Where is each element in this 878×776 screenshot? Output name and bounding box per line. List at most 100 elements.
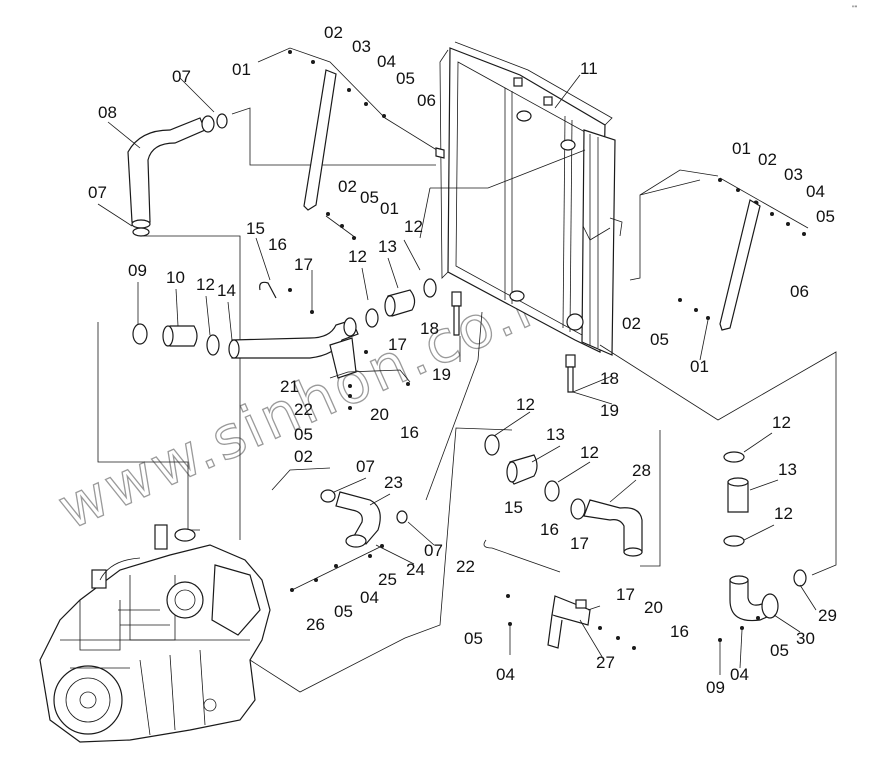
callout-05: 05	[816, 207, 835, 226]
callout-18: 18	[600, 369, 619, 388]
callout-03: 03	[352, 37, 371, 56]
callout-02: 02	[622, 314, 641, 333]
callout-02: 02	[294, 447, 313, 466]
label-leaders	[97, 77, 817, 675]
callout-30: 30	[796, 629, 815, 648]
callout-12: 12	[772, 413, 791, 432]
callout-19: 19	[432, 365, 451, 384]
fastener-chain-center	[288, 288, 410, 410]
callout-05: 05	[464, 629, 483, 648]
callout-28: 28	[632, 461, 651, 480]
elbow-30	[729, 575, 779, 622]
callout-04: 04	[360, 588, 379, 607]
callout-27: 27	[596, 653, 615, 672]
callout-02: 02	[338, 177, 357, 196]
callout-15: 15	[504, 498, 523, 517]
support-bracket-right	[719, 199, 761, 331]
callout-02: 02	[758, 150, 777, 169]
callout-11: 11	[580, 59, 598, 78]
callout-05: 05	[650, 330, 669, 349]
leader-26-chain	[291, 545, 383, 591]
callout-26: 26	[306, 615, 325, 634]
callout-12: 12	[774, 504, 793, 523]
callout-17: 17	[570, 534, 589, 553]
callout-13: 13	[546, 425, 565, 444]
callout-09: 09	[128, 261, 147, 280]
callout-01: 01	[732, 139, 751, 158]
callout-04: 04	[496, 665, 515, 684]
callout-05: 05	[360, 188, 379, 207]
callout-16: 16	[400, 423, 419, 442]
gasket-29	[793, 569, 807, 587]
callout-22: 22	[294, 400, 313, 419]
callout-13: 13	[378, 237, 397, 256]
callout-06: 06	[790, 282, 809, 301]
callout-20: 20	[370, 405, 389, 424]
callout-05: 05	[334, 602, 353, 621]
callout-23: 23	[384, 473, 403, 492]
callout-05: 05	[294, 425, 313, 444]
callout-01: 01	[232, 60, 251, 79]
clamp-07-left	[132, 227, 150, 237]
bolt-18-lower	[565, 354, 576, 393]
clamp-07-top	[216, 113, 228, 129]
hose-13-right	[723, 451, 749, 547]
callout-09: 09	[706, 678, 725, 697]
callout-18: 18	[420, 319, 439, 338]
callout-04: 04	[730, 665, 749, 684]
callout-04: 04	[377, 52, 396, 71]
hose-28	[583, 499, 643, 557]
engine-block	[39, 524, 271, 743]
callout-21: 21	[280, 377, 299, 396]
callout-16: 16	[540, 520, 559, 539]
leader-21	[329, 369, 411, 383]
callout-12: 12	[348, 247, 367, 266]
corner-mark: ""	[852, 5, 858, 12]
leader-lines	[97, 47, 837, 693]
radiator-core	[439, 41, 623, 356]
callout-labels: 01 02 03 04 05 06 07 08 07 11 02 05 01 1…	[88, 23, 837, 697]
callout-14: 14	[217, 281, 236, 300]
fastener-chain-30	[718, 616, 760, 642]
callout-22: 22	[456, 557, 475, 576]
callout-02: 02	[324, 23, 343, 42]
callout-10: 10	[166, 268, 185, 287]
callout-06: 06	[417, 91, 436, 110]
callout-16: 16	[268, 235, 287, 254]
hose-13-mid	[484, 434, 586, 520]
callout-07: 07	[88, 183, 107, 202]
callout-17: 17	[388, 335, 407, 354]
callout-03: 03	[784, 165, 803, 184]
callout-24: 24	[406, 560, 425, 579]
callout-08: 08	[98, 103, 117, 122]
callout-01: 01	[380, 199, 399, 218]
callout-05: 05	[770, 641, 789, 660]
pipe-assembly-left	[132, 281, 359, 379]
callout-01: 01	[690, 357, 709, 376]
bolt-18-upper	[451, 291, 462, 336]
fastener-chain-left	[288, 50, 386, 240]
callout-17: 17	[616, 585, 635, 604]
support-bracket-left	[303, 69, 337, 211]
hose-08	[127, 115, 215, 229]
clip-15b	[483, 539, 561, 573]
callout-05: 05	[396, 69, 415, 88]
callout-20: 20	[644, 598, 663, 617]
callout-17: 17	[294, 255, 313, 274]
callout-15: 15	[246, 219, 265, 238]
callout-12: 12	[196, 275, 215, 294]
callout-12: 12	[404, 217, 423, 236]
hose-13-upper	[365, 278, 437, 328]
callout-19: 19	[600, 401, 619, 420]
hose-23	[320, 489, 408, 548]
callout-25: 25	[378, 570, 397, 589]
bracket-27	[547, 595, 591, 649]
callout-16: 16	[670, 622, 689, 641]
bracket-tab	[435, 147, 445, 159]
callout-13: 13	[778, 460, 797, 479]
callout-29: 29	[818, 606, 837, 625]
callout-07: 07	[172, 67, 191, 86]
callout-07: 07	[356, 457, 375, 476]
